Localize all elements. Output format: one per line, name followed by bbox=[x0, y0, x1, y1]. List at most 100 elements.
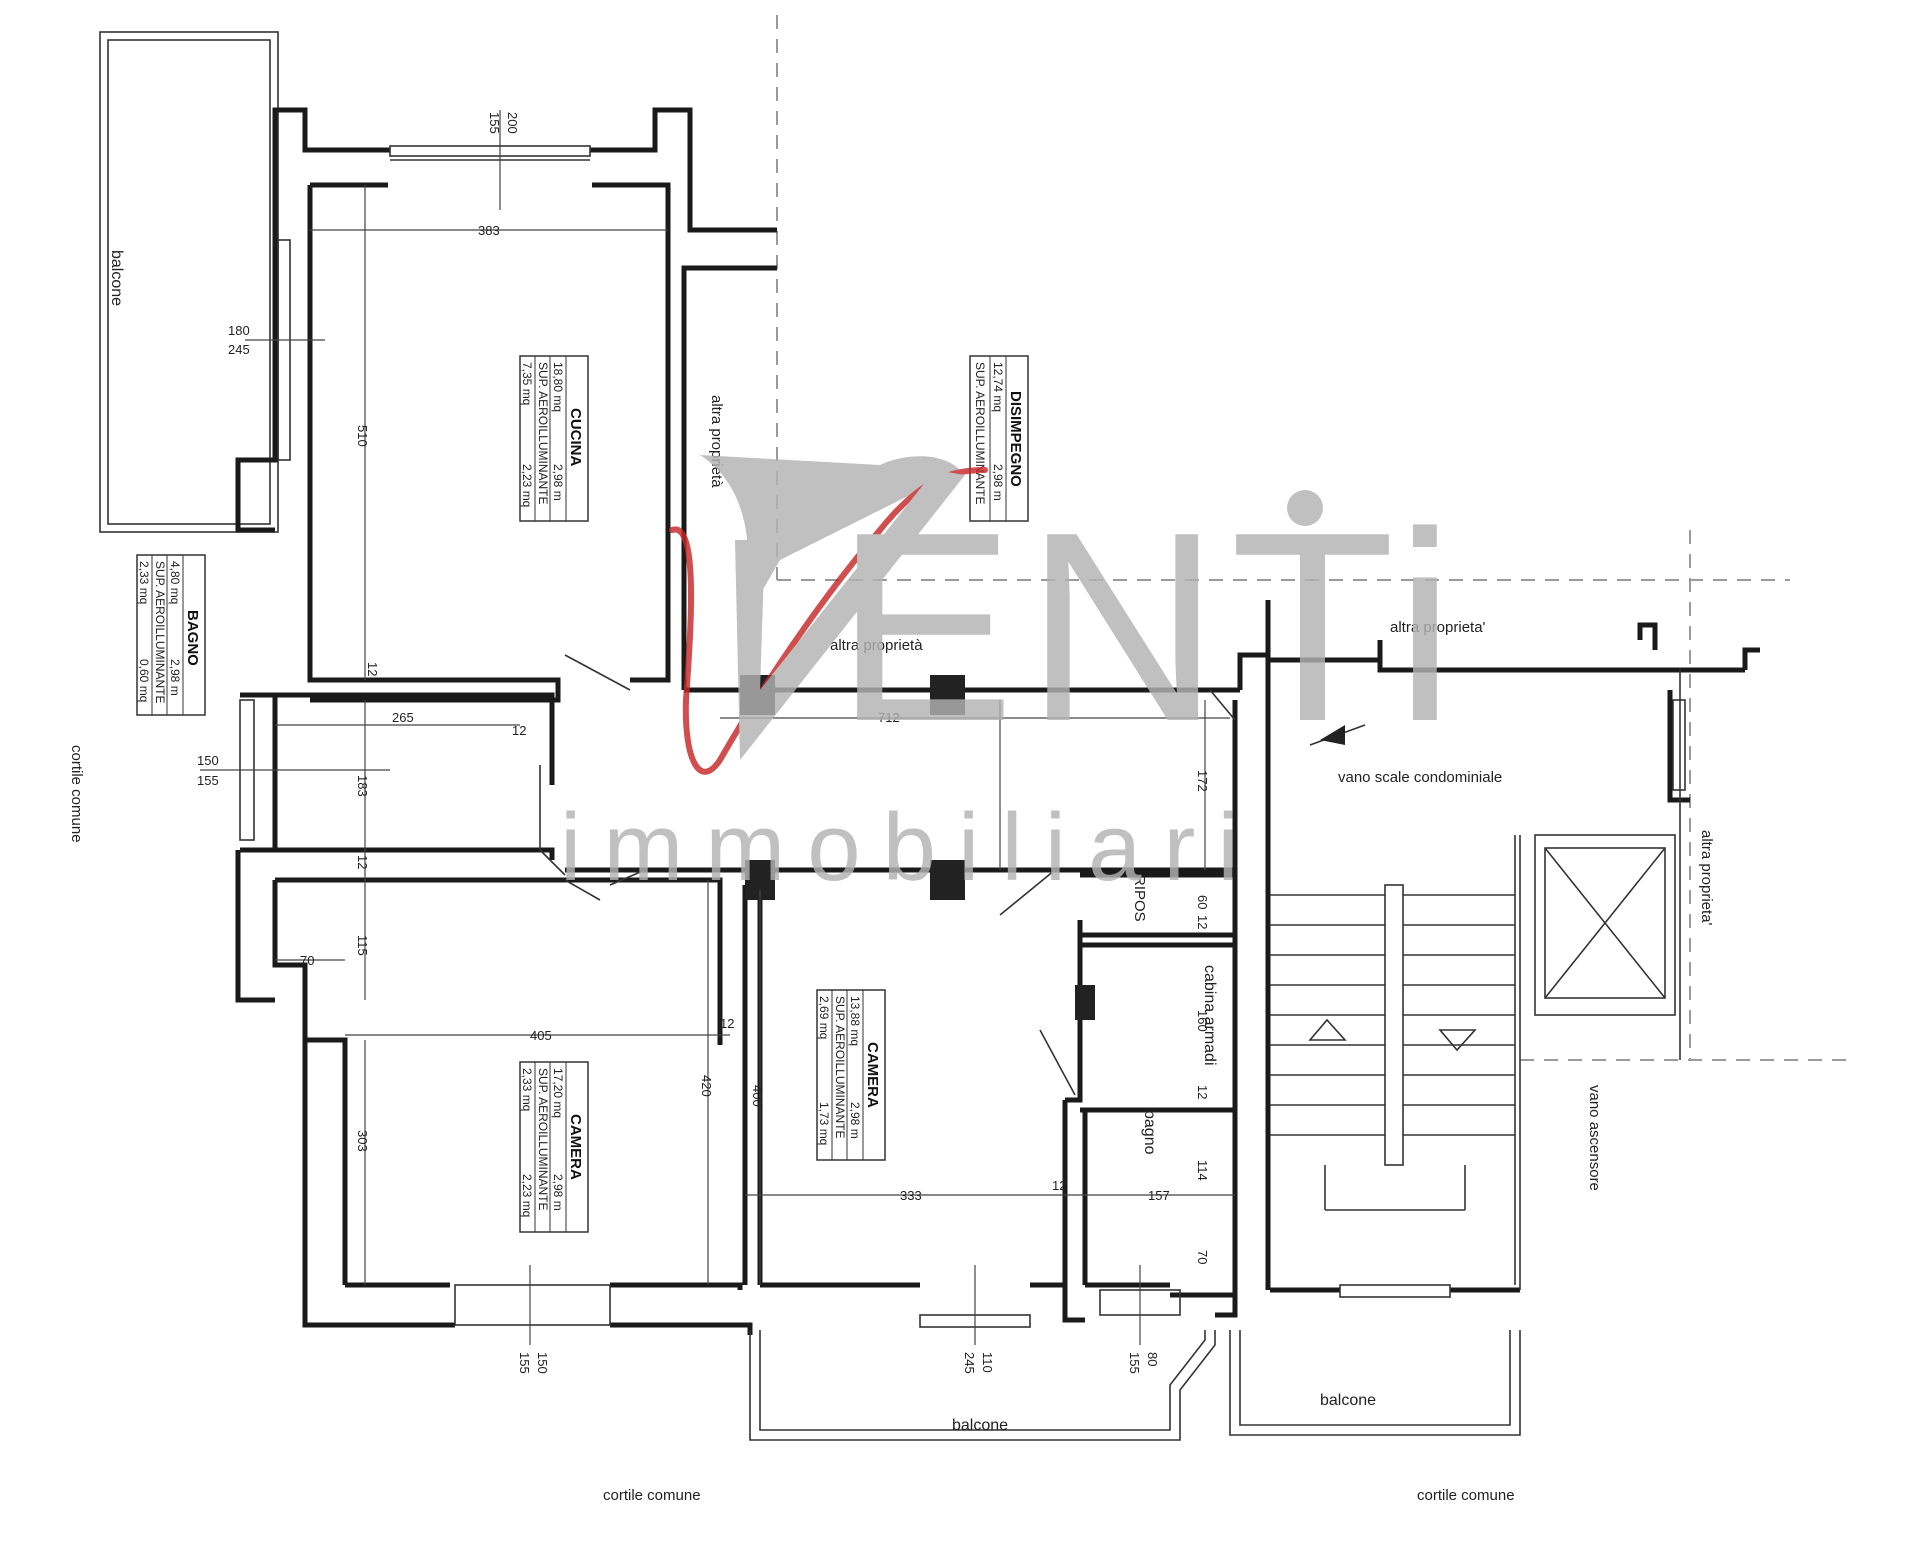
bagno-sup-2: 0,60 mq bbox=[137, 659, 151, 702]
cucina-area: 18,80 mq bbox=[551, 362, 565, 412]
entrance-arrow-icon bbox=[1309, 724, 1366, 746]
camera-left-sup-label: SUP. AEROILLUMINANTE bbox=[536, 1068, 550, 1211]
disimpegno-area: 12,74 mq bbox=[991, 362, 1005, 412]
dim-70a: 70 bbox=[300, 953, 314, 968]
dim-150: 150 bbox=[197, 753, 219, 768]
property-boundaries bbox=[776, 15, 1850, 1061]
disimpegno-height: 2,98 m bbox=[991, 464, 1005, 501]
dim-bottom-155b: 155 bbox=[1127, 1352, 1142, 1374]
dim-400: 400 bbox=[750, 1085, 765, 1107]
watermark: ENTi immobiliari bbox=[560, 455, 1465, 901]
watermark-brand: ENTi bbox=[835, 477, 1465, 778]
dim-712: 712 bbox=[878, 710, 900, 725]
dim-245: 245 bbox=[228, 342, 250, 357]
dim-183: 183 bbox=[355, 775, 370, 797]
cortile-comune-bottom-1: cortile comune bbox=[603, 1487, 701, 1504]
elevator-label: vano ascensore bbox=[1586, 1085, 1603, 1191]
dim-bottom-110: 110 bbox=[980, 1352, 995, 1373]
room-box-camera-left: CAMERA 17,20 mq 2,98 m SUP. AEROILLUMINA… bbox=[519, 1061, 589, 1233]
dim-157: 157 bbox=[1148, 1188, 1170, 1203]
disimpegno-title: DISIMPEGNO bbox=[1007, 391, 1024, 487]
camera-left-title: CAMERA bbox=[567, 1114, 584, 1180]
watermark-v-logo-icon bbox=[669, 455, 988, 775]
dim-bottom-150: 150 bbox=[535, 1352, 550, 1374]
cucina-title: CUCINA bbox=[567, 408, 584, 466]
dim-115: 115 bbox=[355, 935, 370, 956]
bagno-sup-1: 2,33 mq bbox=[137, 561, 151, 604]
dim-172: 172 bbox=[1195, 770, 1210, 792]
dim-155: 155 bbox=[487, 112, 502, 134]
dim-12g: 12 bbox=[1195, 1085, 1210, 1099]
cortile-comune-bottom-2: cortile comune bbox=[1417, 1487, 1515, 1504]
room-box-camera-right: CAMERA 13,88 mq 2,98 m SUP. AEROILLUMINA… bbox=[816, 989, 886, 1161]
dim-12a: 12 bbox=[365, 662, 380, 676]
bagno-height: 2,98 m bbox=[168, 659, 182, 696]
cucina-sup-1: 7,35 mq bbox=[520, 362, 534, 405]
balcony-bottom-1-label: balcone bbox=[952, 1417, 1008, 1434]
cucina-sup-2: 2,23 mq bbox=[520, 464, 534, 507]
room-box-cucina: CUCINA 18,80 mq 2,98 m SUP. AEROILLUMINA… bbox=[519, 355, 589, 522]
balcony-bottom-2-label: balcone bbox=[1320, 1392, 1376, 1409]
cabina-armadi-label: cabina armadi bbox=[1201, 965, 1218, 1066]
dim-420: 420 bbox=[699, 1075, 714, 1097]
balcony-left-label: balcone bbox=[108, 250, 125, 306]
elevator-shaft: vano ascensore bbox=[1519, 670, 1681, 1290]
altra-proprieta-label-3: altra proprieta' bbox=[1390, 619, 1486, 636]
room-box-disimpegno: DISIMPEGNO 12,74 mq 2,98 m SUP. AEROILLU… bbox=[969, 355, 1029, 522]
dim-12c: 12 bbox=[355, 855, 370, 869]
altra-proprieta-label-4: altra proprieta' bbox=[1698, 830, 1715, 926]
doors bbox=[539, 654, 1236, 1096]
dim-70b: 70 bbox=[1195, 1250, 1210, 1264]
camera-right-sup-2: 1,73 mq bbox=[817, 1102, 831, 1145]
watermark-sub: immobiliari bbox=[560, 794, 1261, 901]
dim-333: 333 bbox=[900, 1188, 922, 1203]
cucina-sup-label: SUP. AEROILLUMINANTE bbox=[536, 362, 550, 505]
camera-left-area: 17,20 mq bbox=[551, 1068, 565, 1118]
bagno-area: 4,80 mq bbox=[168, 561, 182, 604]
dim-265: 265 bbox=[392, 710, 414, 725]
stair-arrow-down-icon bbox=[1438, 1029, 1477, 1052]
dim-155b: 155 bbox=[197, 773, 219, 788]
dim-bottom-155: 155 bbox=[517, 1352, 532, 1374]
altra-proprieta-label-2: altra proprietà bbox=[830, 637, 923, 654]
cucina-height: 2,98 m bbox=[551, 464, 565, 501]
dim-12b: 12 bbox=[512, 723, 526, 738]
dim-12f: 12 bbox=[720, 1016, 734, 1031]
dim-510: 510 bbox=[355, 425, 370, 447]
dim-60: 60 bbox=[1195, 895, 1210, 909]
dim-bottom-245: 245 bbox=[962, 1352, 977, 1374]
bagno-small-label: bagno bbox=[1141, 1110, 1158, 1155]
balcony-left: balcone bbox=[99, 31, 279, 533]
dim-114: 114 bbox=[1195, 1160, 1210, 1181]
dim-12e: 12 bbox=[1195, 915, 1210, 929]
stair-steps bbox=[1270, 835, 1516, 1285]
stairwell-label: vano scale condominiale bbox=[1338, 769, 1502, 786]
dim-383: 383 bbox=[478, 223, 500, 238]
dim-303: 303 bbox=[355, 1130, 370, 1152]
camera-right-sup-1: 2,69 mq bbox=[817, 996, 831, 1039]
dim-405: 405 bbox=[530, 1028, 552, 1043]
dim-12h: 12 bbox=[1052, 1178, 1066, 1193]
cortile-comune-left: cortile comune bbox=[68, 745, 85, 843]
dim-180: 180 bbox=[228, 323, 250, 338]
camera-left-height: 2,98 m bbox=[551, 1174, 565, 1211]
dim-160: 160 bbox=[1195, 1010, 1210, 1032]
camera-right-sup-label: SUP. AEROILLUMINANTE bbox=[833, 996, 847, 1139]
camera-right-title: CAMERA bbox=[864, 1042, 881, 1108]
bagno-title: BAGNO bbox=[184, 610, 201, 666]
bagno-sup-label: SUP. AEROILLUMINANTE bbox=[153, 561, 167, 704]
stairwell: vano scale condominiale bbox=[1270, 724, 1516, 1285]
camera-right-height: 2,98 m bbox=[848, 1102, 862, 1139]
dim-bottom-80: 80 bbox=[1145, 1352, 1160, 1366]
stair-arrow-up-icon bbox=[1308, 1018, 1347, 1041]
camera-left-sup-1: 2,33 mq bbox=[520, 1068, 534, 1111]
dim-200: 200 bbox=[505, 112, 520, 134]
camera-right-area: 13,88 mq bbox=[848, 996, 862, 1046]
balconies-bottom: balcone balcone bbox=[749, 1330, 1521, 1441]
camera-left-sup-2: 2,23 mq bbox=[520, 1174, 534, 1217]
room-box-bagno: BAGNO 4,80 mq 2,98 m SUP. AEROILLUMINANT… bbox=[136, 554, 206, 716]
dimensions: 200 155 383 180 245 510 265 12 12 183 12… bbox=[197, 110, 1235, 1374]
walls bbox=[235, 107, 1760, 1335]
watermark-dot-icon bbox=[1287, 490, 1323, 526]
